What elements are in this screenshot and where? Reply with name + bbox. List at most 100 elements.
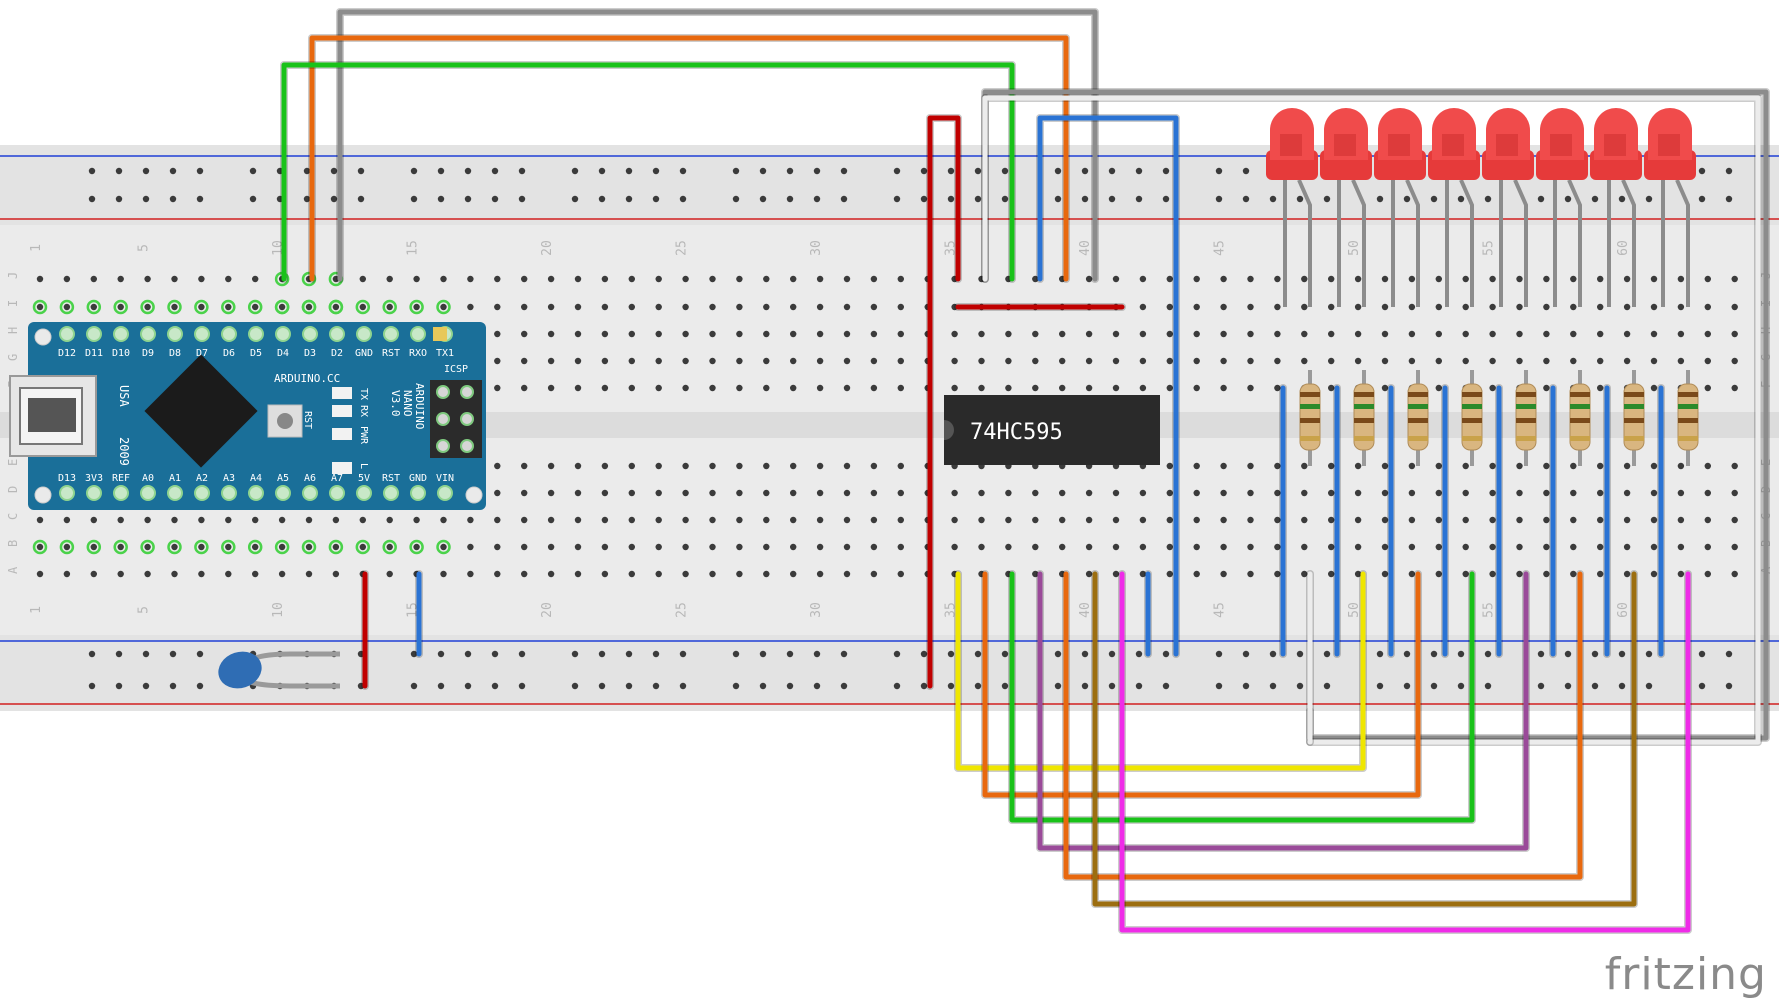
breadboard-hole [1354, 303, 1362, 311]
reset-button-cap[interactable] [277, 413, 293, 429]
rail-hole [1135, 195, 1143, 203]
breadboard-hole [1112, 489, 1120, 497]
breadboard-hole [117, 303, 124, 311]
breadboard-hole [1731, 516, 1738, 524]
arduino-reset-label: RST [302, 411, 313, 429]
breadboard-hole [1623, 357, 1631, 365]
breadboard-hole [816, 489, 824, 497]
row-letter-left: C [6, 513, 20, 520]
breadboard-hole [1489, 303, 1496, 311]
breadboard-hole [870, 516, 878, 524]
arduino-pin-label: D3 [304, 348, 316, 359]
arduino-pin-label: A4 [250, 473, 262, 484]
connected-hole [436, 539, 451, 555]
breadboard-hole [1731, 570, 1738, 578]
breadboard-hole [1516, 303, 1523, 311]
rail-hole [893, 650, 901, 658]
breadboard-hole [897, 303, 904, 311]
breadboard-hole [1193, 384, 1200, 392]
breadboard-hole [897, 330, 904, 338]
breadboard-hole [1704, 543, 1712, 551]
breadboard-hole [709, 275, 716, 283]
row-letter-left: J [6, 272, 20, 279]
breadboard-hole [1623, 303, 1631, 311]
breadboard-hole [36, 516, 44, 524]
breadboard-hole [1650, 330, 1658, 338]
rail-hole [1242, 195, 1250, 203]
rail-hole [598, 195, 606, 203]
icsp-pin [436, 439, 450, 453]
led-pwr [332, 428, 352, 440]
breadboard-hole [386, 275, 393, 283]
breadboard-hole [790, 384, 797, 392]
arduino-pin-label: D13 [58, 473, 76, 484]
breadboard-hole [1059, 516, 1066, 524]
breadboard-hole [359, 516, 366, 524]
breadboard-hole [601, 330, 609, 338]
arduino-pin-label: A7 [331, 473, 343, 484]
rail-hole [571, 682, 579, 690]
breadboard-hole [1301, 516, 1308, 524]
rail-hole [1698, 682, 1706, 690]
breadboard-hole [978, 543, 985, 551]
rail-hole [1054, 650, 1062, 658]
arduino-pin [302, 485, 318, 501]
breadboard-hole [252, 275, 259, 283]
breadboard-hole [1597, 330, 1604, 338]
breadboard-hole [1032, 357, 1039, 365]
breadboard-hole [601, 275, 609, 283]
breadboard-hole [870, 489, 878, 497]
rail-hole [571, 167, 579, 175]
led-leg [1351, 179, 1366, 307]
breadboard-hole [1704, 489, 1712, 497]
resistor-band [1408, 418, 1428, 423]
rail-hole [974, 650, 982, 658]
breadboard-hole [1704, 330, 1712, 338]
column-number: 30 [809, 602, 824, 618]
rail-hole [1054, 195, 1062, 203]
breadboard-hole [655, 543, 662, 551]
rail-hole [947, 167, 955, 175]
breadboard-hole [332, 303, 340, 311]
breadboard-hole [440, 570, 447, 578]
icsp-pin [436, 412, 450, 426]
breadboard-hole [1247, 570, 1254, 578]
breadboard-hole [628, 570, 635, 578]
arduino-pin [113, 485, 129, 501]
breadboard-hole [521, 489, 528, 497]
column-number: 50 [1347, 602, 1362, 618]
breadboard-hole [63, 275, 71, 283]
resistor-body [1461, 383, 1483, 451]
breadboard-hole [978, 489, 985, 497]
connected-hole [436, 299, 451, 315]
rail-hole [249, 195, 257, 203]
breadboard-hole [870, 570, 878, 578]
connected-hole [409, 539, 424, 555]
resistor-band [1624, 392, 1644, 397]
rail-hole [1537, 682, 1545, 690]
connected-hole [328, 539, 344, 555]
connected-hole [221, 299, 236, 315]
resistor-band [1408, 436, 1428, 441]
breadboard-hole [682, 357, 689, 365]
breadboard-bottom-rail [0, 635, 1779, 711]
breadboard-hole [843, 489, 851, 497]
connected-hole [113, 299, 128, 315]
breadboard-hole [1677, 357, 1685, 365]
breadboard-hole [1085, 489, 1093, 497]
breadboard-hole [816, 303, 824, 311]
breadboard-hole [198, 516, 205, 524]
rail-hole [652, 195, 660, 203]
breadboard-hole [90, 516, 98, 524]
breadboard-hole [440, 543, 447, 551]
wire-orange-top [309, 35, 1069, 282]
wire-brown [1092, 571, 1637, 907]
breadboard-hole [1085, 570, 1093, 578]
breadboard-hole [1032, 384, 1039, 392]
rail-hole [759, 650, 767, 658]
chip-notch [944, 420, 954, 440]
breadboard-hole [117, 275, 124, 283]
breadboard-hole [332, 516, 340, 524]
breadboard-hole [1543, 303, 1550, 311]
breadboard-hole [225, 275, 232, 283]
